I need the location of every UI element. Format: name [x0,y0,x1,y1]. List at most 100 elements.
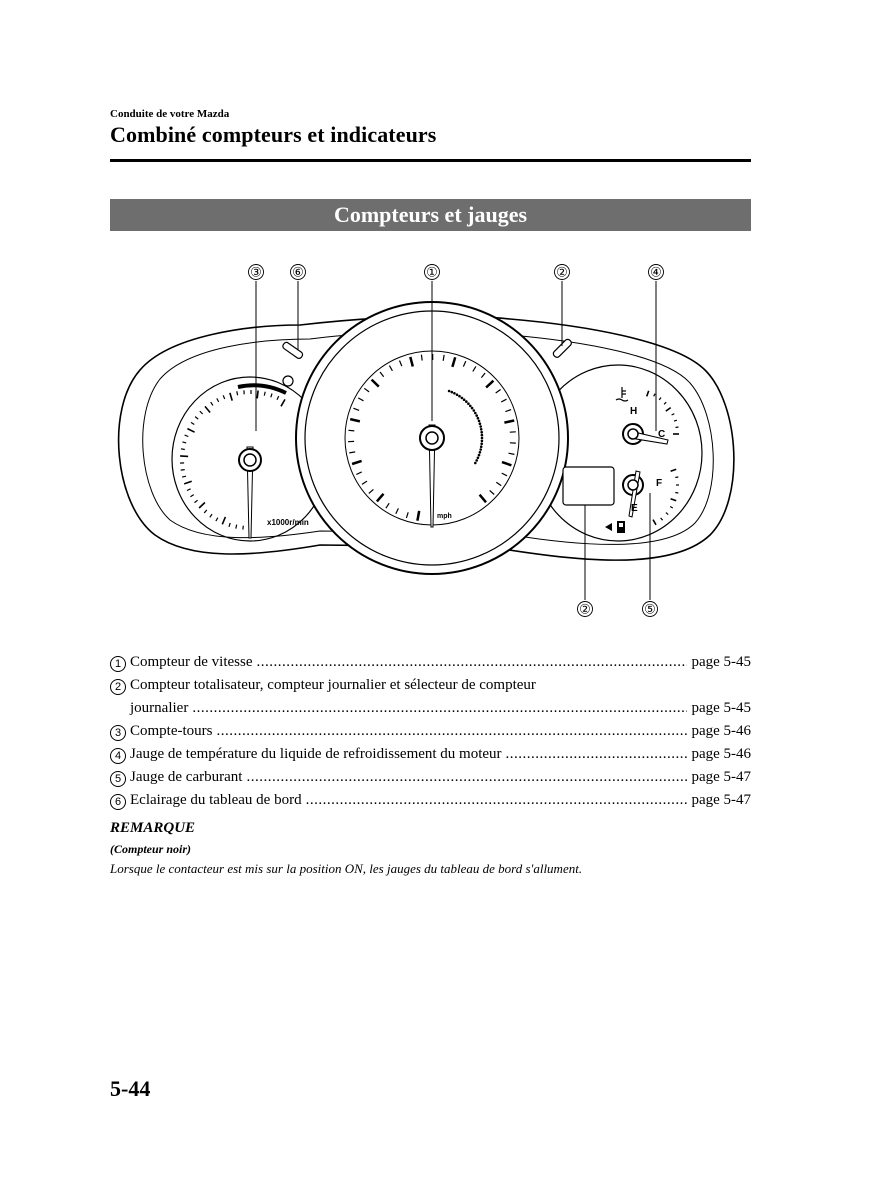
tachometer-tick [199,410,204,415]
tachometer-tick [180,448,185,451]
page-number: 5-44 [110,1076,151,1101]
tachometer-tick [203,509,208,514]
speedometer-needle [419,424,445,528]
speedometer-tick [361,480,368,485]
speedometer-dot [458,394,461,398]
tachometer-ticks [180,390,286,530]
note-text: Lorsque le contacteur est mis sur la pos… [110,861,583,876]
callout-5: ⑤ [644,602,656,617]
leader-dots [217,720,688,743]
speedometer-dot [447,389,451,393]
fuel-tick [675,476,679,479]
speedometer-tick [370,378,380,388]
legend-number: 3 [110,725,126,741]
speedometer-dot [450,390,454,394]
temperature-ticks [645,390,679,435]
speedometer-dot [465,400,468,403]
temperature-tick [671,413,675,416]
legend-label: Compteur totalisateur, compteur journali… [130,677,536,693]
speedometer-dot [460,396,464,400]
instrument-cluster-illustration: x1000r/min mph H C F E ③ ⑥ ① ② ④ ② ⑤ [117,264,735,617]
temp-high-label: H [630,406,637,417]
section-heading: Conduite de votre Mazda [110,108,230,120]
speedometer-tick [385,502,390,509]
speedometer-tick [485,379,495,389]
cluster-housing [117,315,735,561]
fuel-full-label: F [656,478,662,489]
speedometer-tick [472,366,477,372]
speedometer-tick [368,488,374,494]
leader-dots [246,766,687,789]
tachometer-tick [194,499,198,504]
legend-item: 5 Jauge de carburant page 5-47 [110,766,751,789]
legend-label: Jauge de température du liquide de refro… [130,746,502,762]
speedometer-dot [475,414,479,417]
speedometer-dot [479,425,483,428]
fuel-empty-label: E [631,503,638,514]
speedometer-tick [451,356,457,368]
speedometer-dot [478,451,482,454]
speedometer-tick [348,429,355,432]
fuel-pump-icon [605,521,625,533]
temperature-needle [622,423,669,445]
speedometer-tick [349,417,361,423]
callout-4: ④ [650,265,662,280]
fuel-tick [670,468,677,473]
fuel-tick [669,505,674,509]
speedometer-tick [405,512,409,519]
tachometer-tick [194,416,199,420]
tachometer-tick [187,427,195,433]
legend-item: 6 Eclairage du tableau de bord page 5-47 [110,789,751,812]
tachometer-tick [183,480,192,485]
fuel-tick [665,512,669,516]
section-banner: Compteurs et jauges [110,199,751,231]
speedometer-tick [379,371,385,378]
tachometer-tick [270,393,273,398]
tachometer-tick [263,391,266,396]
speedometer-dot [474,411,477,415]
legend-label: Jauge de carburant [130,769,243,785]
legend-label-continued: journalier [130,700,189,716]
tachometer-tick [186,488,191,492]
leader-dots [306,789,688,812]
legend-number: 4 [110,748,126,764]
speedometer-dot [455,393,459,396]
speedometer-dot [472,409,476,412]
temperature-tick [675,426,679,429]
tachometer-tick [198,501,206,509]
tachometer-tick [280,398,286,407]
temperature-tick [645,390,650,397]
speedometer-tick [357,397,364,402]
speedometer-dot [467,402,470,405]
speedometer-tick [420,354,423,361]
speedometer-unit: mph [437,513,452,520]
speedometer-ticks [348,354,516,521]
speedometer-tick [495,389,501,394]
speedometer-dot [480,439,484,443]
fuel-needle [622,470,644,518]
speedometer-dot [475,459,479,462]
speedometer-tick [375,492,385,503]
legend-item: 3 Compte-tours page 5-46 [110,720,751,743]
odometer-display [562,466,615,506]
tachometer-tick [236,391,239,396]
legend-number: 5 [110,771,126,787]
speedometer-tick [409,356,415,367]
speedometer-tick [508,452,515,455]
coolant-temp-icon [615,387,629,402]
speedometer-dot [478,422,482,425]
tachometer-tick [222,395,226,400]
speedometer-tick [398,360,403,367]
page-reference: page 5-47 [691,792,751,808]
callout-3: ③ [250,265,262,280]
legend-item-continued: journalier page 5-45 [110,697,751,720]
legend-item: 2 Compteur totalisateur, compteur journa… [110,674,751,697]
tachometer-tick [190,494,195,498]
note-heading: REMARQUE [110,820,196,836]
callout-2-bottom: ② [579,602,591,617]
temp-cold-label: C [658,429,665,440]
speedometer-tick [480,372,486,378]
fuel-tick [660,517,664,521]
tachometer-tick [180,455,189,458]
tachometer-tick [180,469,185,471]
